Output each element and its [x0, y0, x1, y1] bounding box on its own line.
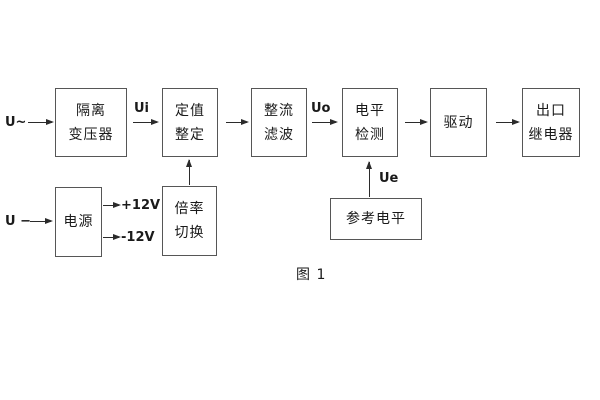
arrow-reference-to-level	[365, 161, 372, 197]
block-label: 出口	[536, 102, 566, 119]
block-label: 继电器	[528, 126, 574, 143]
block-label: 整流	[264, 102, 294, 119]
block-label: 隔离	[76, 102, 106, 119]
block-power-supply: 电源	[55, 187, 102, 257]
arrow-rectifier-to-level	[312, 118, 338, 125]
block-reference-level: 参考电平	[330, 198, 422, 240]
block-label: 定值	[175, 102, 205, 119]
block-label: 整定	[175, 126, 205, 143]
arrow-setting-to-rectifier	[226, 118, 249, 125]
block-level-detect: 电平 检测	[342, 88, 398, 157]
arrow-level-to-drive	[405, 118, 428, 125]
block-label: 检测	[355, 126, 385, 143]
label-minus-12v: -12V	[121, 230, 155, 245]
label-ui-signal: Ui	[134, 101, 150, 116]
block-label: 切换	[174, 225, 205, 241]
label-ue-signal: Ue	[379, 171, 399, 186]
label-plus-12v: +12V	[121, 198, 161, 213]
label-u-ac-input: U~	[5, 115, 27, 130]
block-label: 变压器	[68, 126, 114, 143]
block-label: 驱动	[443, 114, 474, 131]
arrow-power-to-plus12	[103, 201, 121, 208]
arrow-drive-to-relay	[496, 118, 520, 125]
block-label: 电源	[63, 214, 94, 230]
block-label: 电平	[355, 102, 385, 119]
arrow-power-to-minus12	[103, 233, 121, 240]
arrow-ratio-to-setting	[185, 159, 192, 185]
block-label: 滤波	[264, 126, 294, 143]
label-uo-signal: Uo	[311, 101, 331, 116]
block-isolation-transformer: 隔离 变压器	[55, 88, 127, 157]
block-label: 参考电平	[346, 211, 406, 227]
block-output-relay: 出口 继电器	[522, 88, 580, 157]
block-rectifier-filter: 整流 滤波	[251, 88, 307, 157]
figure-caption: 图 1	[296, 267, 327, 283]
arrow-transformer-to-setting	[133, 118, 159, 125]
block-drive: 驱动	[430, 88, 487, 157]
block-label: 倍率	[174, 201, 205, 217]
block-setting-adjust: 定值 整定	[162, 88, 218, 157]
arrow-udc-to-power	[30, 217, 53, 224]
label-u-dc-input: U −	[5, 214, 31, 229]
block-ratio-switch: 倍率 切换	[162, 186, 217, 256]
arrow-uac-to-transformer	[28, 118, 54, 125]
